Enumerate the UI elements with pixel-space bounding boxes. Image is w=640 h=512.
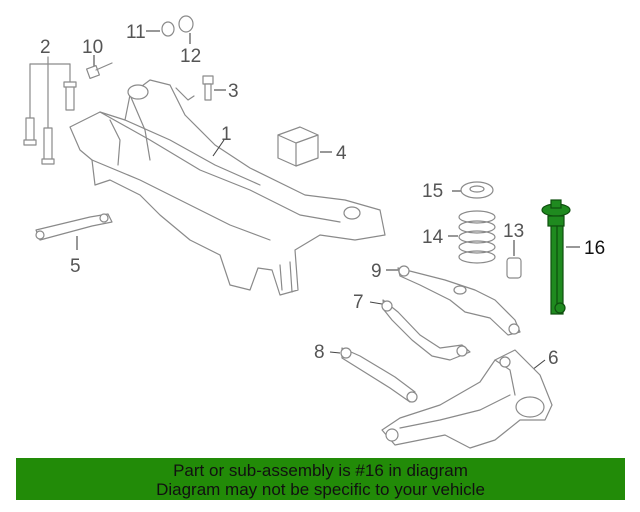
part-12-cap [178,15,194,44]
part-15-seat [452,181,494,199]
callout-14[interactable]: 14 [422,227,444,248]
callout-13[interactable]: 13 [503,221,524,242]
part-6-knuckle [381,349,553,449]
part-10-bolt [85,55,113,80]
part-5-link [35,213,113,250]
part-2-bolts [23,56,77,165]
callout-5[interactable]: 5 [70,256,81,277]
callout-4[interactable]: 4 [336,143,347,164]
callout-10[interactable]: 10 [82,37,103,58]
callout-3[interactable]: 3 [228,81,239,102]
callout-8[interactable]: 8 [314,342,325,363]
part-7-link [369,299,471,361]
callout-9[interactable]: 9 [371,261,382,282]
part-13-bumper [506,240,522,279]
callout-1[interactable]: 1 [221,124,232,145]
part-14-spring [448,210,496,264]
banner-line-1: Part or sub-assembly is #16 in diagram [173,461,468,480]
callout-2[interactable]: 2 [40,37,51,58]
callout-16[interactable]: 16 [584,238,605,259]
part-3-bolt [202,75,226,101]
callout-6[interactable]: 6 [548,348,559,369]
callout-11[interactable]: 11 [126,22,146,43]
callout-12[interactable]: 12 [180,46,201,67]
part-11-nut [146,21,175,37]
callout-7[interactable]: 7 [353,292,364,313]
part-4-mount [277,126,332,167]
callout-15[interactable]: 15 [422,181,443,202]
part-8-lateral-link [329,347,418,403]
part-1-subframe [69,79,386,296]
part-9-control-arm [386,265,521,336]
info-banner: Part or sub-assembly is #16 in diagram D… [16,458,625,500]
banner-line-2: Diagram may not be specific to your vehi… [156,480,485,499]
part-16-shock-absorber[interactable] [541,199,580,315]
parts-diagram: 2 10 11 12 3 1 4 5 15 14 13 16 9 7 8 6 [23,15,605,449]
